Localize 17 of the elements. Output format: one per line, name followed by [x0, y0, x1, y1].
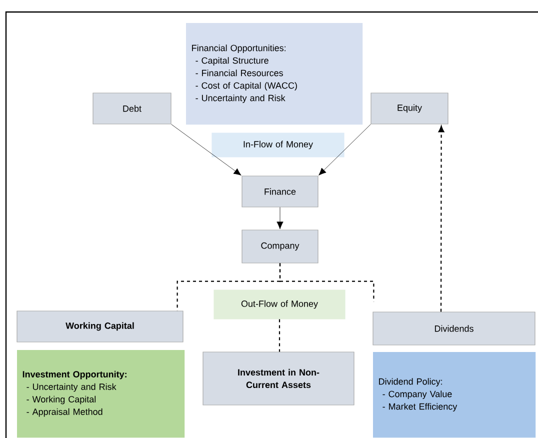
process-box: Company — [242, 230, 318, 264]
info-box: Dividend Policy: - Company Value - Market Efficiency — [373, 352, 536, 438]
process-box: Debt — [92, 92, 172, 124]
arrow — [171, 124, 242, 176]
flow-label-box: In-Flow of Money — [212, 132, 344, 158]
info-box: Financial Opportunities: - Capital Structure - Financial Resources - Cost of Capital (WACC) - Uncertainty and Risk — [186, 23, 363, 125]
process-box: Working Capital — [16, 310, 184, 342]
process-box: Equity — [370, 92, 448, 124]
process-box: Investment in Non-Current Assets — [202, 352, 354, 406]
arrow — [276, 207, 284, 230]
process-box: Dividends — [372, 312, 536, 346]
arrow — [318, 124, 371, 176]
process-box: Finance — [242, 176, 318, 208]
info-box: Investment Opportunity: - Uncertainty and Risk - Working Capital - Appraisal Method — [17, 350, 185, 438]
connector-line — [278, 319, 280, 352]
arrow — [438, 126, 444, 312]
flow-label-box: Out-Flow of Money — [214, 290, 346, 320]
